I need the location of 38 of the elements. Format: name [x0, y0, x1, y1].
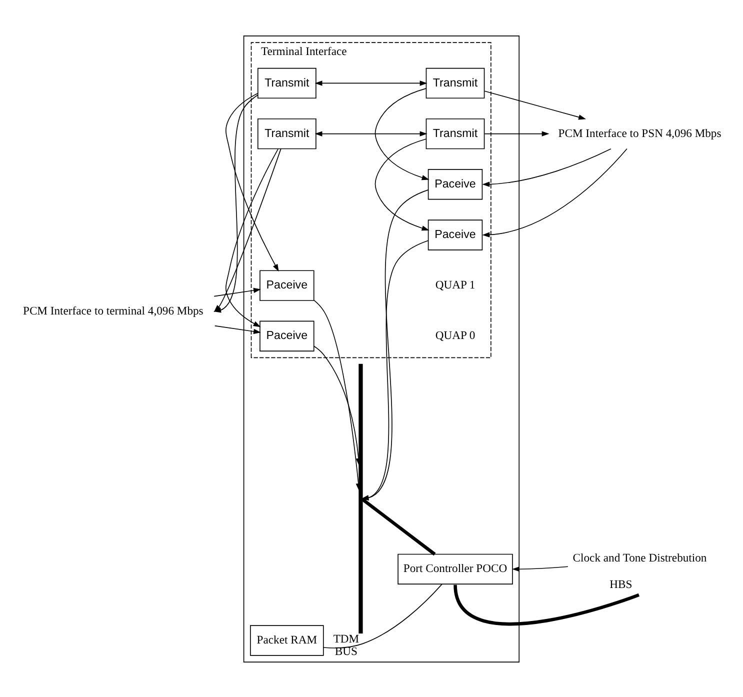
node-box: Paceive [260, 270, 314, 300]
label: QUAP 1 [435, 278, 476, 292]
node-text: Clock and Tone Distrebution [572, 550, 707, 564]
arrow [225, 92, 279, 272]
arrow [374, 138, 430, 230]
arrow [482, 148, 612, 186]
arrow [214, 287, 262, 296]
node-box: Transmit [426, 118, 485, 149]
node-box: Transmit [257, 67, 316, 98]
arrow [361, 189, 428, 500]
edge-label: HBS [610, 577, 632, 590]
node-box: Port Controller POCO [398, 553, 513, 584]
node-label: TDM [333, 632, 360, 645]
label: QUAP 0 [435, 328, 476, 342]
arrow [374, 88, 430, 180]
arrow [482, 148, 628, 237]
arrow [512, 566, 568, 572]
arrow [484, 90, 586, 120]
connector [454, 584, 640, 625]
node-box: Transmit [257, 118, 316, 149]
connector [323, 583, 442, 648]
node-text: PCM Interface to PSN 4,096 Mbps [558, 126, 722, 140]
node-box: Paceive [428, 219, 483, 250]
arrow [314, 299, 362, 490]
arrow [313, 345, 362, 466]
arrow [214, 324, 261, 334]
arrow [225, 148, 278, 327]
node-box: Paceive [260, 320, 314, 351]
arrow [361, 240, 429, 500]
node-bar [358, 363, 363, 633]
node-box: Paceive [428, 168, 483, 200]
node-box: Packet RAM [250, 624, 324, 656]
connector [362, 498, 436, 556]
node-box: Transmit [426, 67, 485, 98]
arrow [314, 80, 428, 86]
arrow [484, 130, 550, 136]
node-text: PCM Interface to terminal 4,096 Mbps [23, 304, 204, 317]
arrow [314, 130, 428, 136]
